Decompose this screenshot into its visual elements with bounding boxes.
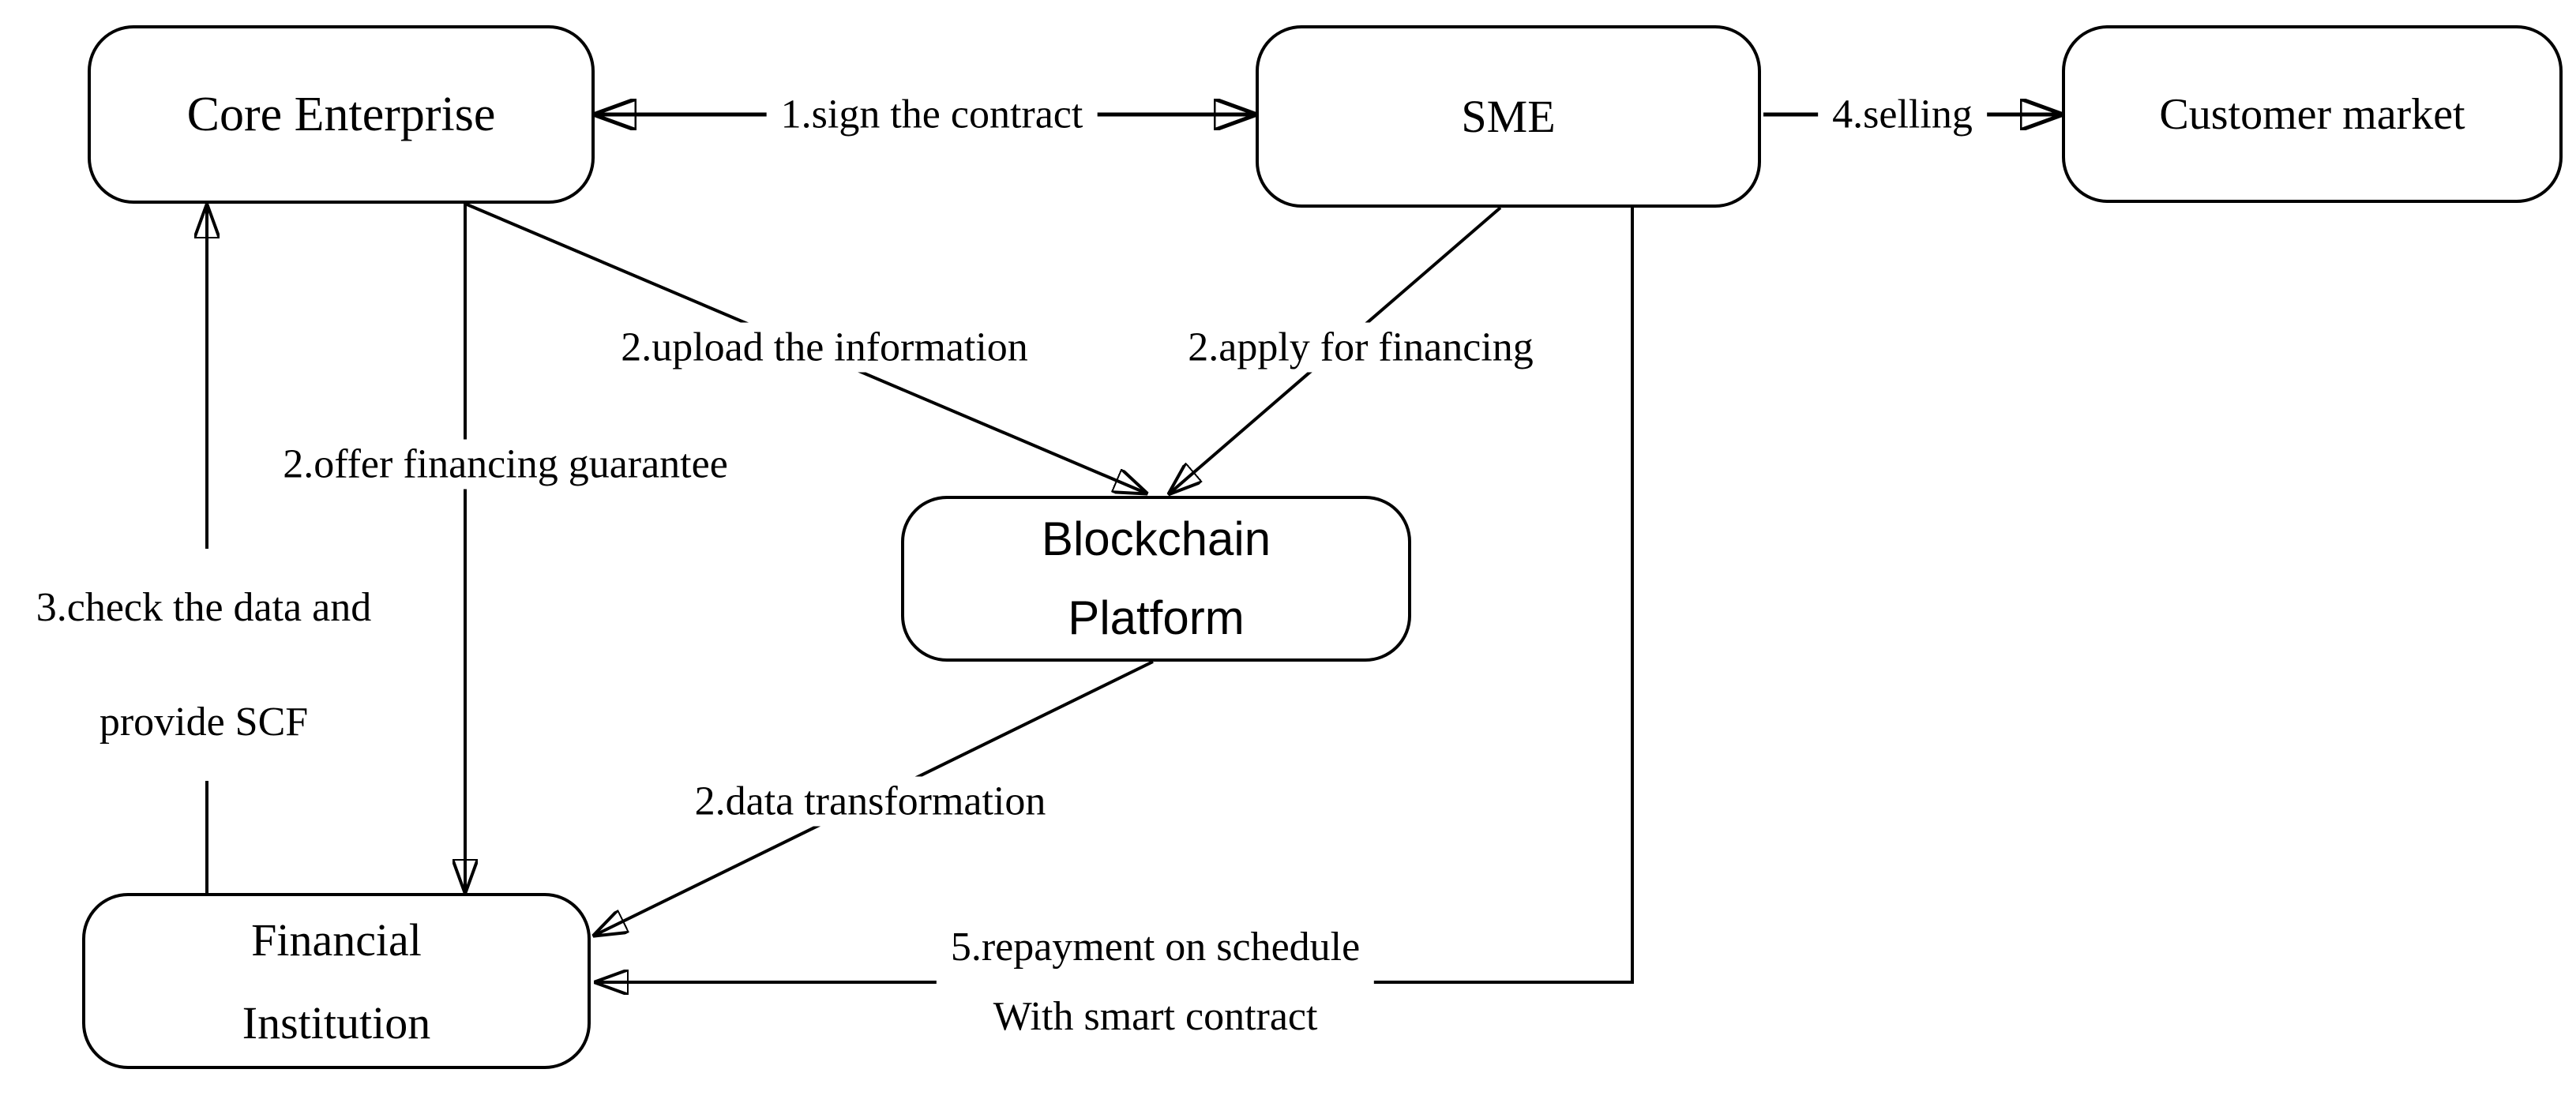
edge-label-check-line1: 3.check the data and [36, 585, 372, 630]
node-customer-market: Customer market [2062, 25, 2563, 203]
edge-label-offer-guarantee: 2.offer financing guarantee [268, 439, 742, 490]
node-sme-label: SME [1461, 91, 1556, 142]
node-blockchain-label-line2: Platform [1068, 591, 1245, 644]
edge-label-data-transformation: 2.data transformation [680, 776, 1061, 827]
node-blockchain-label-line1: Blockchain [1041, 512, 1271, 565]
node-core-enterprise-label: Core Enterprise [186, 87, 496, 141]
edge-label-repayment-line1: 5.repayment on schedule [950, 925, 1361, 970]
node-customer-market-label: Customer market [2159, 89, 2465, 139]
edge-label-repayment-line2: With smart contract [993, 994, 1318, 1039]
edge-label-sign-contract: 1.sign the contract [766, 89, 1098, 140]
edge-label-check-line2: provide SCF [99, 700, 309, 745]
node-financial-institution: Financial Institution [82, 893, 591, 1069]
edge-label-check-provide-scf: 3.check the data and provide SCF [21, 549, 386, 781]
edge-label-repayment: 5.repayment on schedule With smart contr… [936, 911, 1375, 1053]
edge-label-apply-financing: 2.apply for financing [1173, 322, 1548, 373]
node-financial-label-line1: Financial [251, 914, 422, 966]
edge-label-upload-information: 2.upload the information [606, 322, 1042, 373]
edge-label-selling: 4.selling [1818, 89, 1987, 140]
node-sme: SME [1256, 25, 1761, 208]
node-core-enterprise: Core Enterprise [88, 25, 595, 204]
node-blockchain-platform: Blockchain Platform [901, 496, 1411, 662]
node-financial-label-line2: Institution [242, 996, 431, 1049]
